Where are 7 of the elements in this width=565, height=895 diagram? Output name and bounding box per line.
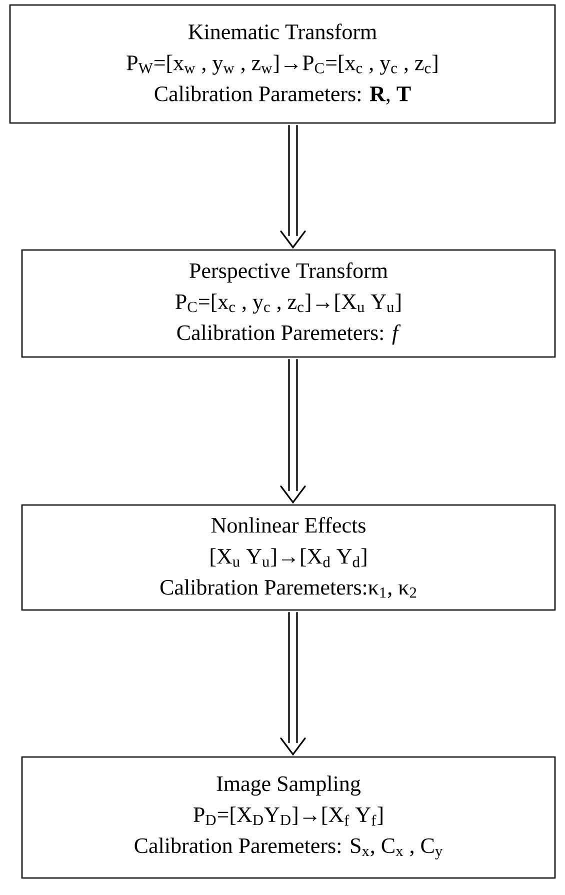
arrow <box>280 124 306 249</box>
process-box: Kinematic Transform P$_{W}$=[x$_{w}$ , y$_{w}$ , z$_{w}$]→P$_{C}$=[x$_{c}$ , y$_{c}$ , z$_{c}$] Calibration Parameters: R, T <box>9 4 556 124</box>
process-box: Nonlinear Effects [X$_{u}$ Y$_{u}$]→[X$_{d}$ Y$_{d}$] Calibration Paremeters:κ$_{1}$, κ$_{2}$ <box>21 504 556 611</box>
arrow <box>280 612 306 756</box>
process-box: Perspective Transform P$_{C}$=[x$_{c}$ , y$_{c}$ , z$_{c}$]→[X$_{u}$ Y$_{u}$] Calibration Paremeters: f <box>21 249 556 358</box>
arrow <box>280 358 306 504</box>
process-box: Image Sampling P$_{D}$=[X$_{D}$Y$_{D}$]→[X$_{f}$ Y$_{f}$] Calibration Paremeters: S$_{x}$, C$_{x}$ , C$_{y}$ <box>21 756 556 879</box>
